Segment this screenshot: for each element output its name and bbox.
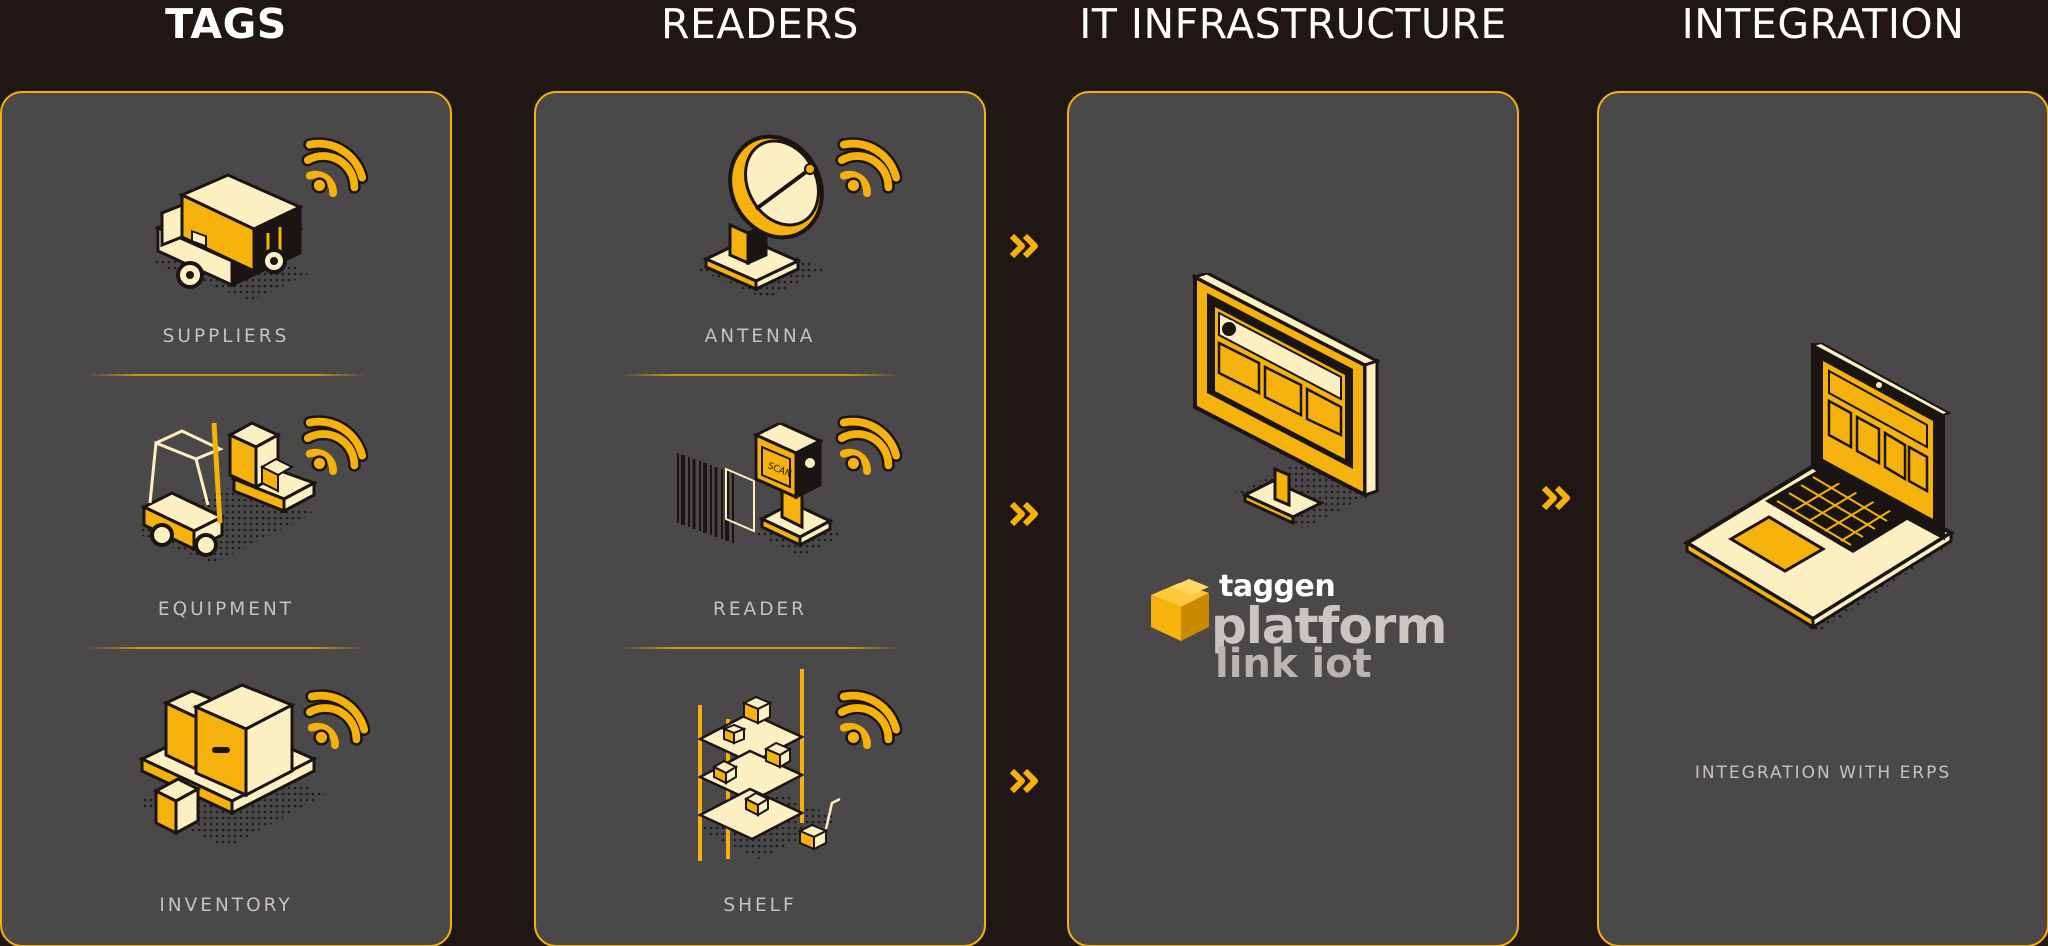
wifi-signal-icon bbox=[300, 409, 368, 477]
item-label-shelf: SHELF bbox=[723, 895, 797, 916]
column-title-it-infrastructure: IT INFRASTRUCTURE bbox=[1079, 0, 1507, 48]
double-chevron-icon bbox=[1009, 501, 1043, 527]
taggen-platform-logo: taggen platform link iot bbox=[1149, 569, 1449, 687]
it-infrastructure-panel: taggen platform link iot bbox=[1067, 91, 1519, 946]
double-chevron-icon bbox=[1009, 233, 1043, 259]
column-title-tags: TAGS bbox=[165, 0, 287, 48]
item-label-reader: READER bbox=[713, 599, 807, 620]
column-title-readers: READERS bbox=[661, 0, 859, 48]
integration-panel: INTEGRATION WITH ERPS bbox=[1597, 91, 2048, 946]
item-label-suppliers: SUPPLIERS bbox=[162, 326, 290, 347]
satellite-dish-icon bbox=[696, 134, 826, 299]
item-label-inventory: INVENTORY bbox=[159, 895, 293, 916]
brand-product: platform bbox=[1211, 597, 1447, 655]
item-label-antenna: ANTENNA bbox=[704, 326, 816, 347]
divider bbox=[86, 374, 366, 376]
divider bbox=[620, 374, 900, 376]
wifi-signal-icon bbox=[834, 683, 902, 751]
desktop-monitor-icon bbox=[1191, 273, 1381, 529]
item-label-equipment: EQUIPMENT bbox=[157, 599, 295, 620]
divider bbox=[620, 647, 900, 649]
double-chevron-icon bbox=[1009, 768, 1043, 794]
barcode-scanner-icon: SCAN bbox=[677, 423, 842, 557]
readers-panel: ANTENNA SCAN READER bbox=[534, 91, 986, 946]
storage-shelf-icon bbox=[697, 669, 841, 861]
brand-sub: link iot bbox=[1215, 641, 1372, 687]
column-title-integration: INTEGRATION bbox=[1681, 0, 1965, 48]
tags-panel: SUPPLIERS EQUIPMENT bbox=[0, 91, 452, 946]
double-chevron-icon bbox=[1541, 485, 1575, 511]
delivery-truck-icon bbox=[152, 173, 310, 301]
forklift-icon bbox=[134, 421, 318, 563]
divider bbox=[86, 647, 366, 649]
wifi-signal-icon bbox=[300, 131, 368, 199]
wifi-signal-icon bbox=[834, 409, 902, 477]
taggen-cube-icon bbox=[1151, 579, 1209, 641]
item-label-integration-with-erps: INTEGRATION WITH ERPS bbox=[1694, 763, 1952, 783]
wifi-signal-icon bbox=[834, 131, 902, 199]
box-pallet-icon bbox=[136, 683, 326, 848]
brand-name: taggen bbox=[1219, 569, 1336, 604]
wifi-signal-icon bbox=[302, 683, 370, 751]
laptop-icon bbox=[1683, 343, 1955, 633]
